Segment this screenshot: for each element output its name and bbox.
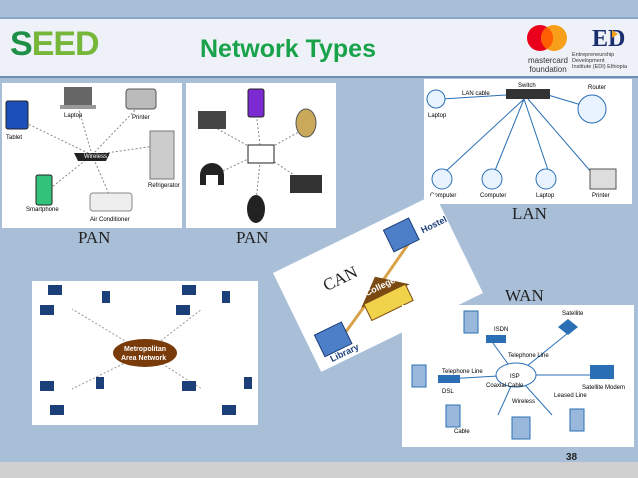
printer-icon [589,168,617,190]
router-label: Wireless Home Router [84,154,144,160]
man-center-line2: Area Network [121,355,166,362]
computer-label: Computer [430,193,456,199]
switch-label: Switch [518,83,536,89]
edi-line1: Entrepreneurship Development [572,52,615,64]
laptop-icon [64,87,92,105]
mastercard-logo [527,25,567,51]
satellite-label: Satellite [562,311,584,317]
printer-label: Printer [132,115,150,121]
wan-label: WAN [505,286,544,305]
router-icon [577,94,607,124]
refrigerator-label: Refrigerator [148,183,180,189]
dsl-label: DSL [442,389,454,395]
printer-icon [290,175,322,193]
coaxial-label: Coaxial Cable [486,383,524,389]
air-conditioner-icon [89,192,133,212]
laptop-icon [426,89,446,109]
man-center-line1: Metropolitan [124,346,166,353]
library-icon [313,321,353,358]
satellite-icon [558,319,578,335]
wan-svg: ISP ISDN Satellite Telephone Line Teleph… [411,310,625,440]
can-label: CAN [320,262,361,295]
ac-label: Air Conditioner [90,217,130,223]
laptop-icon-2 [535,168,557,190]
server-icon-2 [411,364,427,388]
isdn-modem-icon [486,335,506,343]
can-diagram: Hostel College Library CAN [272,194,484,372]
switch-icon [506,89,550,99]
server-icon [463,310,479,334]
edi-logo: ED [592,26,625,52]
headphones-icon [200,163,224,185]
lan-label: LAN [512,204,547,223]
edi-line2: Institute (EDI) Ethiopia [572,64,628,70]
man-center-node [113,339,177,367]
lan-svg: Switch Laptop Router LAN cable Computer … [426,83,617,199]
computer-icon [431,168,453,190]
pan2-label: PAN [236,228,269,247]
page-title: Network Types [200,35,376,63]
printer-label: Printer [592,193,610,199]
laptop-label-2: Laptop [536,193,555,199]
smartphone-label: Smartphone [26,207,59,213]
computer-label-2: Computer [480,193,506,199]
router-label: Router [588,85,606,91]
printer-icon [125,88,157,110]
laptop-label: Laptop [64,113,83,119]
telephone-line-label-2: Telephone Line [442,369,483,375]
college-icon [363,283,414,322]
lan-diagram: Switch Laptop Router LAN cable Computer … [424,79,632,204]
server-icon-5 [569,408,585,432]
server-icon-4 [511,416,531,440]
smartphone-icon [35,174,53,206]
router-icon [74,153,110,161]
wireless-label: Wireless [512,399,535,405]
man-diagram: Metropolitan Area Network [32,281,258,425]
dsl-modem-icon [438,375,460,383]
monitor-icon [247,144,275,164]
man-svg: Metropolitan Area Network [40,285,252,415]
satellite-modem-label: Satellite Modem [582,385,625,391]
isp-label: ISP [510,374,520,380]
svg-text:ED: ED [592,26,625,52]
cable-label: Cable [454,429,470,435]
refrigerator-icon [149,130,175,180]
logo-letter: S [10,25,33,63]
pan1-label: PAN [78,228,111,247]
cable-label: LAN cable [462,91,490,97]
pan-diagram-1: Wireless Home Router Tablet Laptop Print… [2,83,182,228]
server-icon-3 [445,404,461,428]
phone-icon [247,88,265,118]
leased-line-label: Leased Line [554,393,587,399]
computer-icon-2 [481,168,503,190]
wan-diagram: ISP ISDN Satellite Telephone Line Teleph… [402,305,634,447]
logo-text: EED [31,25,100,63]
laptop-label: Laptop [428,113,447,119]
footer-bar [0,462,638,478]
seed-logo: SEED [10,25,100,64]
mouse-icon-2 [247,195,265,223]
hostel-label: Hostel [419,214,448,235]
page-number: 38 [566,452,578,463]
satellite-modem-icon [590,365,614,379]
telephone-line-label: Telephone Line [508,353,549,359]
laptop-icon [198,111,226,129]
tablet-label: Tablet [6,135,22,141]
mouse-icon [295,108,317,138]
can-svg: Hostel College Library CAN [313,214,448,364]
mastercard-line1: mastercard [527,56,568,65]
hostel-icon [382,217,420,253]
mastercard-line2: foundation [529,65,567,74]
isdn-label: ISDN [494,327,508,333]
pan1-svg: Wireless Home Router Tablet Laptop Print… [5,87,180,223]
pan-diagram-2 [186,83,336,228]
pan2-svg [198,88,322,223]
tablet-icon [5,100,29,130]
isp-cloud-icon [495,362,537,388]
